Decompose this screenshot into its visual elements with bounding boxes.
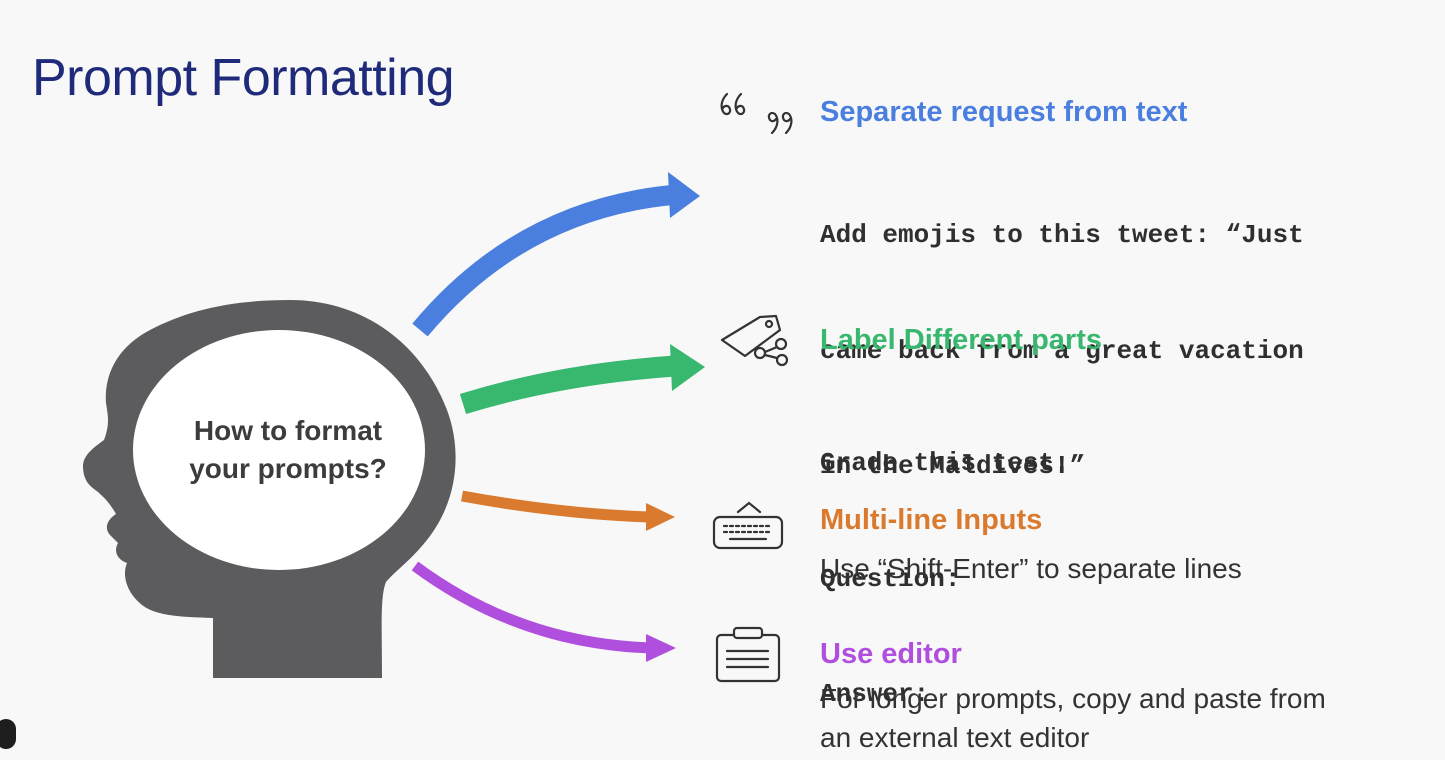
section-multiline-title: Multi-line Inputs: [820, 504, 1043, 536]
head-question-line2: your prompts?: [189, 453, 387, 484]
arrow-separate-head: [668, 172, 700, 218]
section-separate-line-1: Add emojis to this tweet: “Just: [820, 220, 1304, 250]
head-thought-bubble: [133, 330, 425, 570]
quote-marks-icon: [720, 92, 793, 135]
corner-badge: [0, 719, 16, 749]
keyboard-icon: [712, 501, 784, 550]
section-label-title: Label Different parts: [820, 324, 1102, 356]
section-separate-line-3: in the Maldives!”: [820, 451, 1086, 481]
section-editor-line-1: For longer prompts, copy and paste from: [820, 683, 1326, 714]
arrow-multiline-shaft: [461, 490, 651, 523]
section-label-line-2: Question:: [820, 563, 961, 594]
section-editor-title: Use editor: [820, 638, 962, 670]
arrow-separate: [412, 172, 700, 337]
arrow-separate-shaft: [412, 185, 673, 337]
arrow-editor-shaft: [411, 561, 653, 654]
tag-network-icon: [720, 314, 789, 367]
section-editor-line-2: an external text editor: [820, 722, 1090, 753]
section-label-line-1: Grade this test.: [820, 448, 1070, 478]
section-label-line-3: Answer:: [820, 679, 930, 709]
head-question-line1: How to format: [193, 415, 383, 446]
slide-title: Prompt Formatting: [32, 49, 455, 107]
clipboard-icon: [715, 626, 781, 683]
arrow-multiline-head: [646, 503, 675, 531]
arrow-editor: [411, 561, 676, 662]
section-separate-title: Separate request from text: [820, 96, 1188, 128]
head-question: How to format your prompts?: [160, 412, 416, 488]
section-editor-text: For longer prompts, copy and paste from …: [820, 679, 1326, 757]
section-multiline-line-1: Use “Shift-Enter” to separate lines: [820, 553, 1242, 584]
section-label-example: Grade this test. Question: Answer:: [820, 367, 1070, 760]
arrow-label-shaft: [459, 355, 676, 415]
arrow-editor-head: [646, 634, 676, 662]
arrow-label: [459, 344, 705, 415]
section-separate-line-2: came back from a great vacation: [820, 335, 1304, 366]
arrow-multiline: [461, 490, 675, 531]
section-multiline-text: Use “Shift-Enter” to separate lines: [820, 549, 1242, 588]
section-separate-example: Add emojis to this tweet: “Just came bac…: [820, 139, 1304, 563]
arrow-label-head: [670, 344, 705, 391]
